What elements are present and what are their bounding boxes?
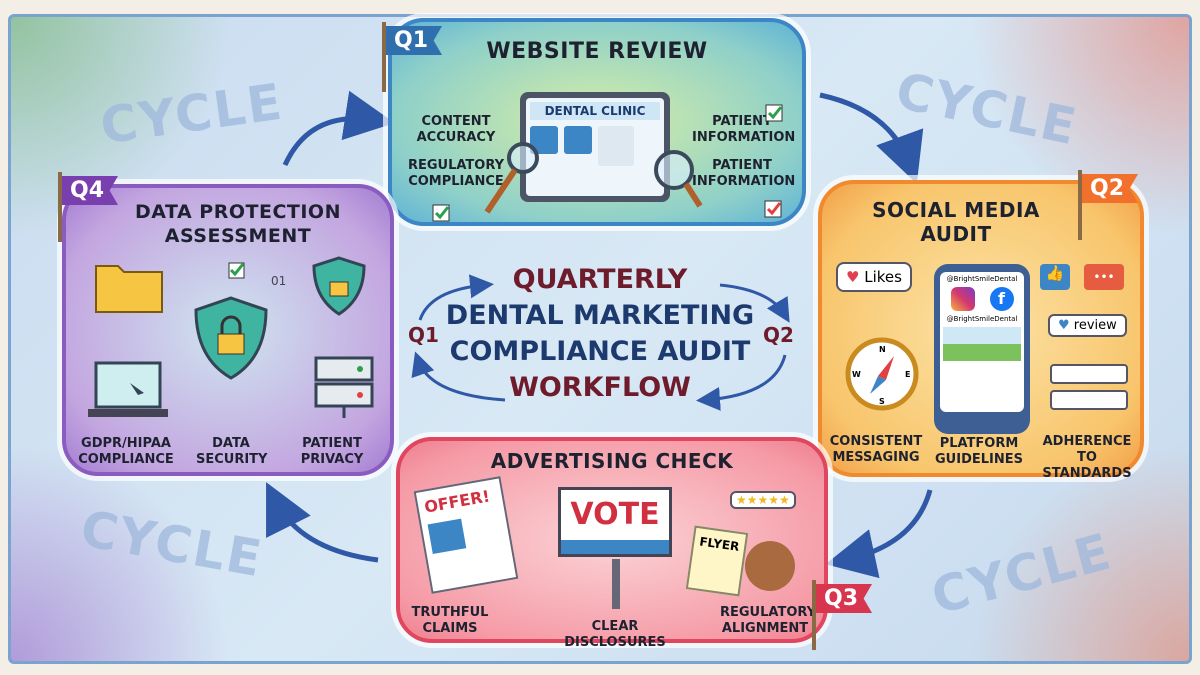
account-handle: @BrightSmileDental — [946, 275, 1018, 283]
label-patient-information: PATIENT INFORMATION — [692, 158, 796, 189]
flag-label: Q3 — [816, 584, 873, 613]
magnifier-icon — [654, 150, 703, 208]
account-handle: @BrightSmileDental — [946, 315, 1018, 323]
billboard-pole — [612, 559, 620, 609]
panel-title: ADVERTISING CHECK — [490, 449, 734, 473]
compass-s: S — [879, 397, 885, 406]
user-card-icon — [1050, 390, 1128, 410]
likes-bubble: ♥ Likes — [836, 262, 912, 292]
flyer-icon: FLYER — [685, 525, 749, 597]
panel-title: DATA PROTECTION ASSESSMENT — [135, 201, 341, 247]
flag-label: Q2 — [1082, 174, 1139, 203]
title-line: WORKFLOW — [509, 372, 691, 403]
inner-arrow — [719, 283, 790, 323]
title-line: DENTAL MARKETING — [445, 300, 755, 331]
heart-icon: ♥ — [846, 268, 860, 286]
shield-lock-icon — [312, 256, 366, 316]
panel-title: SOCIAL MEDIA AUDIT — [872, 198, 1040, 246]
checkbox-icon — [764, 200, 782, 218]
compass-e: E — [905, 370, 910, 379]
phone-icon: @BrightSmileDental f @BrightSmileDental — [934, 264, 1030, 434]
user-card-icon — [1050, 364, 1128, 384]
likes-label: Likes — [864, 268, 902, 286]
title-line: QUARTERLY — [512, 264, 688, 295]
thumbs-up-icon: 👍 — [1040, 264, 1070, 290]
magnifier-icon — [484, 142, 539, 214]
cycle-label-q1: Q1 — [408, 323, 439, 347]
title-line: COMPLIANCE AUDIT — [449, 336, 751, 367]
label-clear-disclosures: CLEAR DISCLOSURES — [564, 619, 666, 650]
label-truthful-claims: TRUTHFUL CLAIMS — [411, 605, 489, 636]
panel-title: WEBSITE REVIEW — [486, 39, 708, 64]
label-consistent-messaging: CONSISTENT MESSAGING — [829, 434, 923, 465]
label-regulatory-compliance: REGULATORY COMPLIANCE — [407, 158, 505, 189]
instagram-icon — [950, 287, 975, 311]
screen-title: DENTAL CLINIC — [530, 102, 660, 120]
rating-stars-icon: ★★★★★ — [730, 491, 796, 509]
newspaper-icon: OFFER! — [413, 476, 519, 594]
heart-icon: ♥ — [1058, 318, 1070, 333]
inner-arrow — [418, 274, 494, 321]
review-bubble: ♥ review — [1048, 314, 1127, 337]
checkbox-icon — [432, 204, 450, 222]
folder-icon — [95, 265, 163, 313]
image-icon — [943, 327, 1021, 361]
review-label: review — [1073, 318, 1117, 333]
leaf-decoration — [11, 441, 231, 661]
inner-arrow — [696, 354, 787, 411]
laptop-icon — [88, 361, 168, 417]
label-gdpr-hipaa: GDPR/HIPAA COMPLIANCE — [78, 436, 174, 467]
binary-code: 01 — [271, 274, 287, 288]
server-icon — [314, 356, 374, 418]
panel-data-protection: DATA PROTECTION ASSESSMENT 01 GDPR/HIPAA… — [62, 184, 394, 476]
flyer-text: FLYER — [698, 534, 741, 554]
inner-arrow — [411, 351, 506, 402]
arrow-q2-to-q3 — [825, 489, 933, 579]
offer-text: OFFER! — [422, 486, 492, 517]
billboard-text: VOTE — [570, 497, 660, 532]
arrow-q4-to-q1 — [282, 90, 395, 167]
compass-w: W — [852, 370, 861, 379]
panel-advertising-check: ADVERTISING CHECK OFFER! VOTE FLYER ★★★★… — [396, 437, 828, 650]
panel-website-review: WEBSITE REVIEW CONTENT ACCURACY REGULATO… — [388, 18, 806, 226]
arrow-q1-to-q2 — [819, 92, 924, 184]
label-regulatory-alignment: REGULATORY ALIGNMENT — [720, 605, 817, 636]
checklist-icon — [598, 126, 634, 166]
checkbox-icon — [228, 262, 245, 279]
compass-n: N — [879, 345, 886, 354]
workflow-title: QUARTERLY DENTAL MARKETING COMPLIANCE AU… — [420, 262, 780, 406]
person-avatar — [745, 541, 795, 591]
cycle-label-q2: Q2 — [763, 323, 794, 347]
leaf-decoration — [969, 441, 1189, 661]
tooth-icon — [427, 518, 467, 555]
billboard-icon: VOTE — [558, 487, 672, 557]
label-data-security: DATA SECURITY — [196, 436, 268, 467]
compass-icon: N E S W — [845, 337, 919, 411]
flag-label: Q1 — [386, 26, 443, 55]
checkbox-icon — [765, 104, 783, 122]
label-patient-privacy: PATIENT PRIVACY — [300, 436, 364, 467]
arrow-q3-to-q4 — [266, 482, 379, 563]
label-platform-guidelines: PLATFORM GUIDELINES — [935, 436, 1023, 467]
comment-icon: ••• — [1084, 264, 1124, 290]
panel-social-media: SOCIAL MEDIA AUDIT ♥ Likes @BrightSmileD… — [818, 180, 1144, 481]
label-adherence-standards: ADHERENCE TO STANDARDS — [1042, 434, 1132, 481]
label-content-accuracy: CONTENT ACCURACY — [416, 114, 496, 145]
label-patient-information: PATIENT INFORMATION — [692, 114, 796, 145]
shield-lock-icon — [194, 296, 268, 380]
flag-label: Q4 — [62, 176, 119, 205]
tooth-icon — [564, 126, 592, 154]
facebook-icon: f — [989, 287, 1014, 311]
